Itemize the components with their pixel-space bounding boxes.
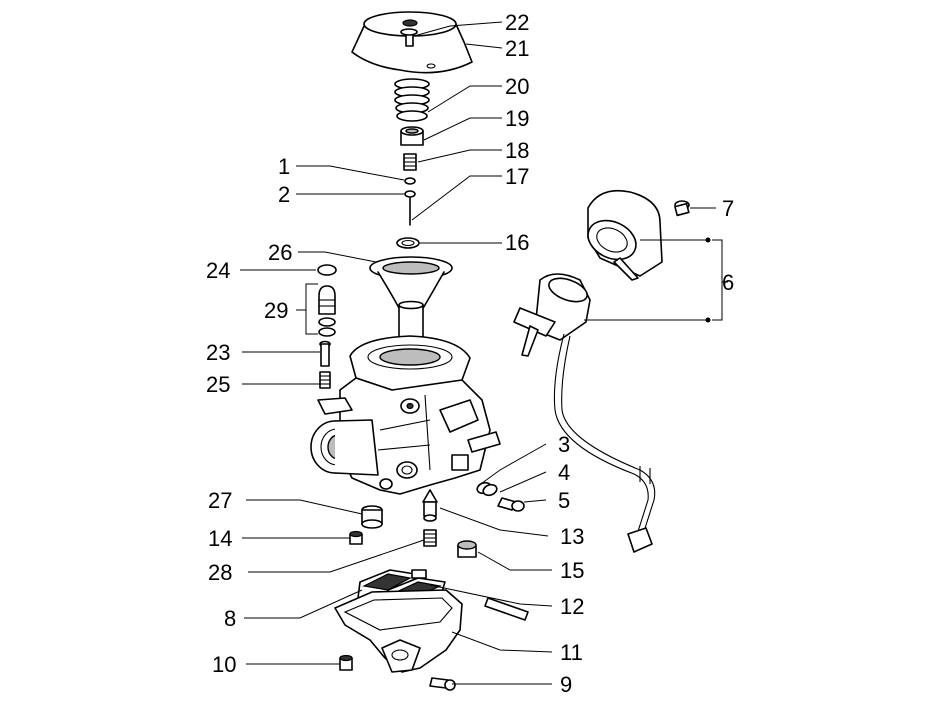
part-spring-25[interactable] bbox=[319, 371, 331, 389]
part-screw-22[interactable] bbox=[400, 28, 418, 47]
part-oring-24[interactable] bbox=[317, 264, 337, 276]
part-washer-4[interactable] bbox=[482, 483, 499, 497]
part-screw-5[interactable] bbox=[497, 497, 525, 512]
callout-16: 16 bbox=[505, 230, 529, 255]
callout-7: 7 bbox=[722, 196, 734, 221]
callout-1: 1 bbox=[278, 154, 290, 179]
callout-11: 11 bbox=[560, 640, 583, 665]
callout-3: 3 bbox=[558, 432, 570, 457]
part-jet-29[interactable] bbox=[318, 285, 336, 337]
callout-22: 22 bbox=[505, 10, 529, 35]
leader-lines bbox=[240, 21, 728, 685]
callout-25: 25 bbox=[206, 372, 230, 397]
part-screw-9[interactable] bbox=[429, 677, 456, 691]
part-jet-14[interactable] bbox=[349, 530, 363, 545]
callout-24: 24 bbox=[206, 258, 230, 283]
callout-6: 6 bbox=[722, 270, 734, 295]
part-diaphragm-26[interactable] bbox=[369, 256, 453, 346]
callout-27: 27 bbox=[208, 488, 232, 513]
part-oring-16[interactable] bbox=[396, 237, 420, 249]
part-spring-20[interactable] bbox=[394, 78, 430, 122]
callout-26: 26 bbox=[268, 240, 292, 265]
part-choke-6-plunger[interactable] bbox=[513, 273, 656, 553]
callout-9: 9 bbox=[560, 672, 572, 697]
part-float-bowl-11[interactable] bbox=[334, 589, 463, 673]
part-washer-2[interactable] bbox=[404, 190, 416, 198]
callout-29: 29 bbox=[264, 298, 288, 323]
part-pin-12[interactable] bbox=[484, 597, 529, 621]
part-needle-valve-13[interactable] bbox=[422, 489, 438, 522]
part-choke-6-cap[interactable] bbox=[582, 189, 663, 281]
part-carburetor-body[interactable] bbox=[310, 335, 501, 495]
part-seat-19[interactable] bbox=[400, 126, 424, 146]
callout-13: 13 bbox=[560, 524, 584, 549]
part-jet-15[interactable] bbox=[457, 540, 477, 558]
callout-23: 23 bbox=[206, 340, 230, 365]
part-screw-7[interactable] bbox=[674, 200, 690, 217]
callout-8: 8 bbox=[224, 606, 236, 631]
callout-2: 2 bbox=[278, 182, 290, 207]
part-spring-28[interactable] bbox=[423, 529, 437, 547]
part-screw-23[interactable] bbox=[319, 340, 331, 367]
callout-12: 12 bbox=[560, 594, 584, 619]
part-cap-27[interactable] bbox=[361, 505, 383, 529]
callout-4: 4 bbox=[558, 460, 570, 485]
callout-17: 17 bbox=[505, 164, 529, 189]
part-drain-10[interactable] bbox=[339, 654, 353, 671]
callout-20: 20 bbox=[505, 74, 529, 99]
callout-21: 21 bbox=[505, 36, 529, 61]
part-clip-1[interactable] bbox=[404, 177, 416, 185]
callout-15: 15 bbox=[560, 558, 584, 583]
callout-5: 5 bbox=[558, 488, 570, 513]
callout-28: 28 bbox=[208, 560, 232, 585]
callout-14: 14 bbox=[208, 526, 232, 551]
callout-10: 10 bbox=[212, 652, 236, 677]
callout-19: 19 bbox=[505, 106, 529, 131]
part-spring-18[interactable] bbox=[403, 153, 417, 171]
callout-18: 18 bbox=[505, 138, 529, 163]
callout-numbers: 22 21 20 19 18 17 16 1 2 26 24 29 23 25 … bbox=[206, 10, 734, 697]
